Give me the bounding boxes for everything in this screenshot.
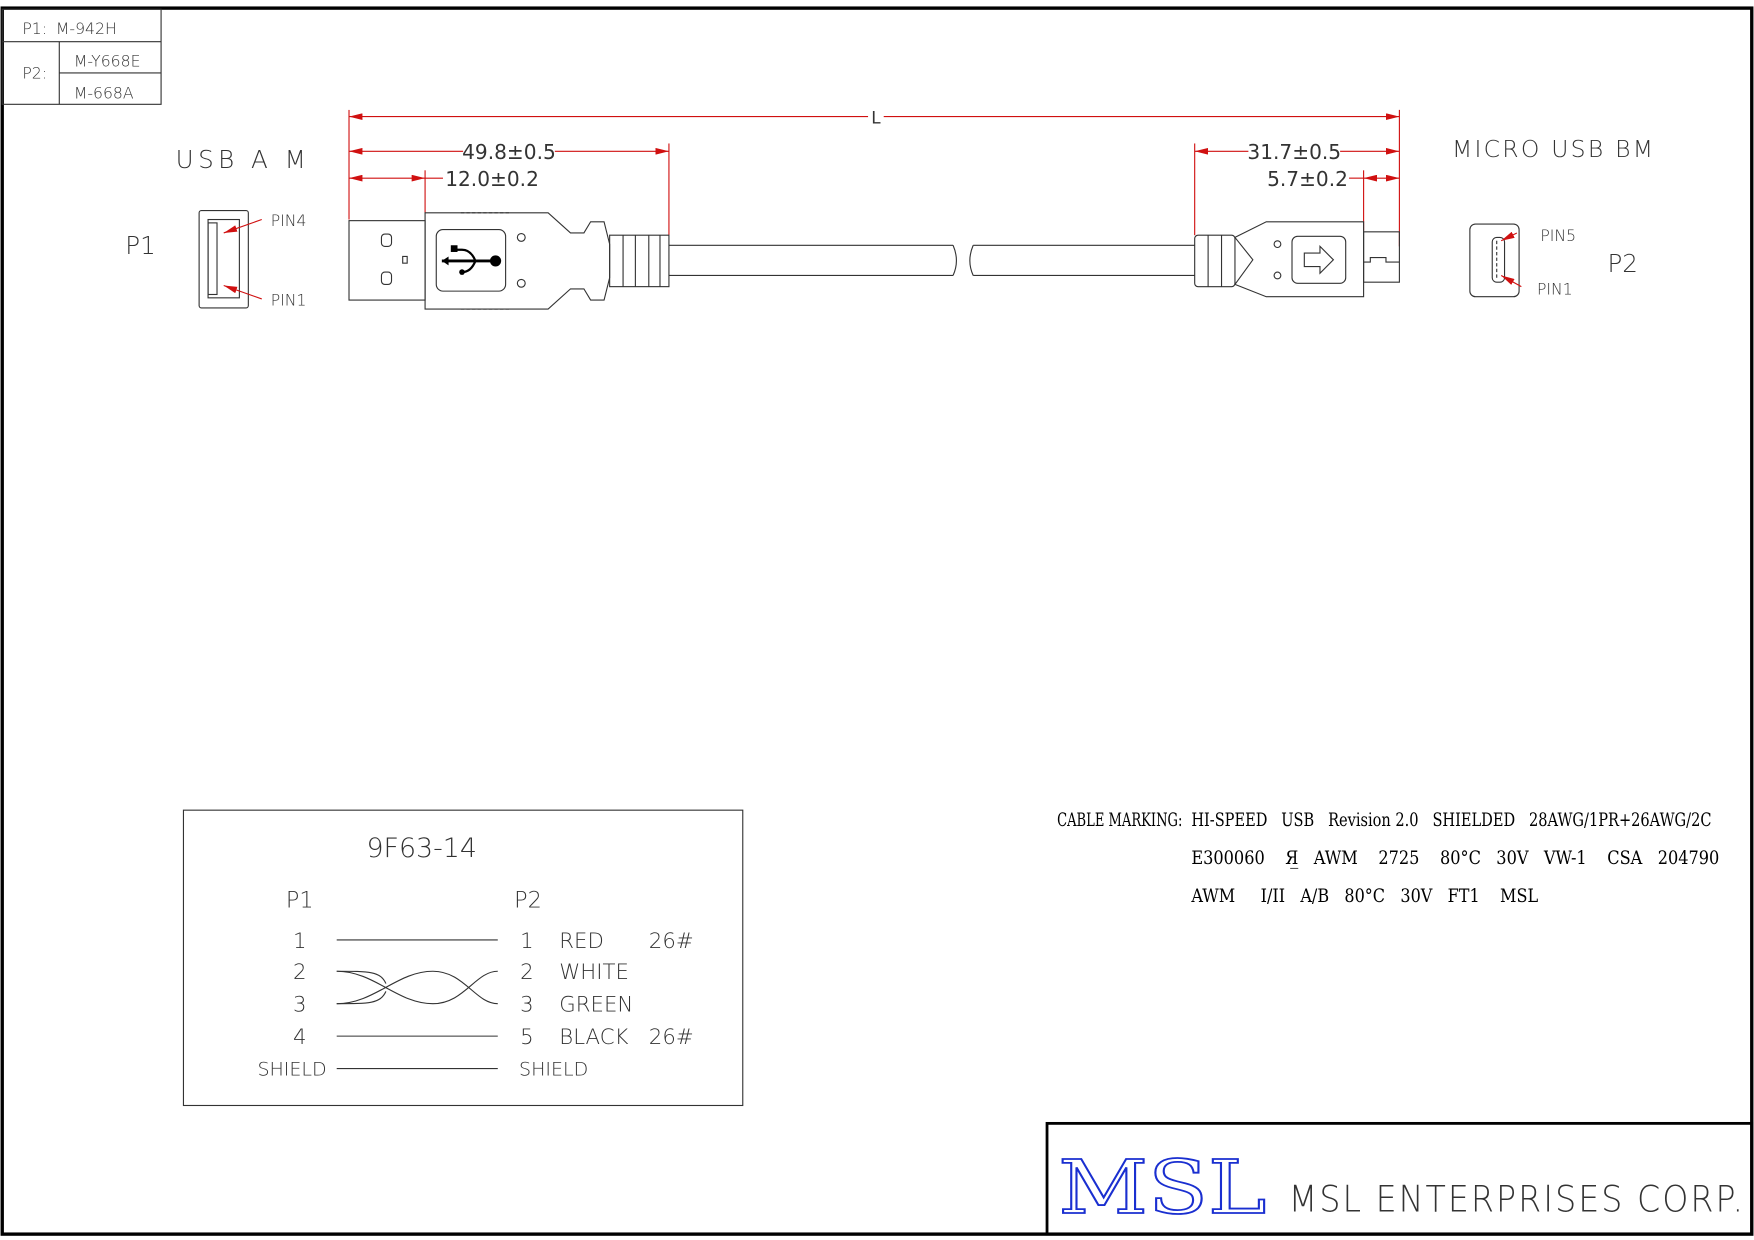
wiring-row: 3 3 GREEN xyxy=(293,993,633,1018)
wiring-row: 1 1 RED 26# xyxy=(293,929,694,954)
cable-marking-label: CABLE MARKING: xyxy=(1057,809,1182,831)
wiring-p2-header: P2 xyxy=(514,887,542,913)
wiring-row: 4 5 BLACK 26# xyxy=(293,1025,694,1050)
p1-part-number: M-942H xyxy=(56,19,117,38)
right-pin-bottom-label: PIN1 xyxy=(1537,279,1573,298)
title-block: MSL MSL ENTERPRISES CORP. xyxy=(1045,1121,1754,1236)
wiring-diagram: 9F63-14 P1 P2 1 1 RED 26# 2 2 WHITE 3 3 … xyxy=(182,809,744,1107)
dimension-left-plug: 12.0±0.2 xyxy=(445,167,539,191)
p2-pin: 2 xyxy=(520,960,534,985)
p2-pin: SHIELD xyxy=(519,1058,588,1080)
left-connector-title: USB A M xyxy=(176,145,311,174)
dimension-lines xyxy=(348,109,1400,247)
p2-part-number: M-Y668E xyxy=(74,51,141,70)
wiring-row: 2 2 WHITE xyxy=(293,960,629,985)
wire-color: BLACK xyxy=(559,1025,628,1050)
dimension-right-plug: 5.7±0.2 xyxy=(1267,167,1348,191)
right-connector-tag: P2 xyxy=(1607,249,1637,278)
cable-marking-line: AWM I/II A/B 80°C 30V FT1 MSL xyxy=(1190,885,1538,907)
cable-marking: CABLE MARKING: HI-SPEED USB Revision 2.0… xyxy=(1057,809,1719,907)
company-logo: MSL xyxy=(1058,1145,1266,1231)
p1-pin: 3 xyxy=(293,993,307,1018)
p1-pin: 2 xyxy=(293,960,307,985)
cable xyxy=(668,244,1195,277)
p2-pin: 3 xyxy=(520,993,534,1018)
p2-label: P2: xyxy=(22,64,47,83)
drawing-frame xyxy=(0,6,1754,1236)
wiring-p1-header: P1 xyxy=(286,887,314,913)
p1-pin: SHIELD xyxy=(257,1058,326,1080)
right-connector-title: MICRO USB BM xyxy=(1452,135,1655,163)
right-pin-top-label: PIN5 xyxy=(1540,226,1576,245)
dimension-overall-length: L xyxy=(871,107,881,127)
p2-pin: 5 xyxy=(520,1025,534,1050)
cable-marking-line: HI-SPEED USB Revision 2.0 SHIELDED 28AWG… xyxy=(1191,809,1711,831)
cable-marking-line: E300060 Я̲ AWM 2725 80°C 30V VW-1 CSA 20… xyxy=(1191,847,1719,869)
part-table: P1: M-942H P2: M-Y668E M-668A xyxy=(1,8,162,105)
dimension-right-overmold: 31.7±0.5 xyxy=(1247,140,1341,164)
dimension-left-overmold: 49.8±0.5 xyxy=(462,140,556,164)
p1-pin: 4 xyxy=(293,1025,307,1050)
wire-color: WHITE xyxy=(559,960,629,985)
wire-gauge: 26# xyxy=(649,1025,694,1050)
micro-usb-plug xyxy=(1194,221,1400,298)
p1-label: P1: xyxy=(22,19,47,38)
company-name: MSL ENTERPRISES CORP. xyxy=(1289,1178,1745,1221)
left-pin-bottom-label: PIN1 xyxy=(271,291,307,310)
wire-color: RED xyxy=(559,929,604,954)
usb-trident-icon xyxy=(441,245,502,275)
wiring-row: SHIELD SHIELD xyxy=(257,1058,588,1080)
usb-a-face-view xyxy=(198,210,262,309)
p2-pin: 1 xyxy=(520,929,534,954)
left-pin-top-label: PIN4 xyxy=(271,211,307,230)
wire-gauge: 26# xyxy=(649,929,694,954)
usb-a-plug xyxy=(348,212,670,310)
arrow-right-icon xyxy=(1303,245,1335,275)
left-connector-tag: P1 xyxy=(125,231,155,260)
p2-part-number: M-668A xyxy=(74,84,134,103)
wiring-title: 9F63-14 xyxy=(366,833,476,864)
wire-color: GREEN xyxy=(559,993,633,1018)
p1-pin: 1 xyxy=(293,929,307,954)
micro-usb-face-view xyxy=(1469,223,1522,298)
